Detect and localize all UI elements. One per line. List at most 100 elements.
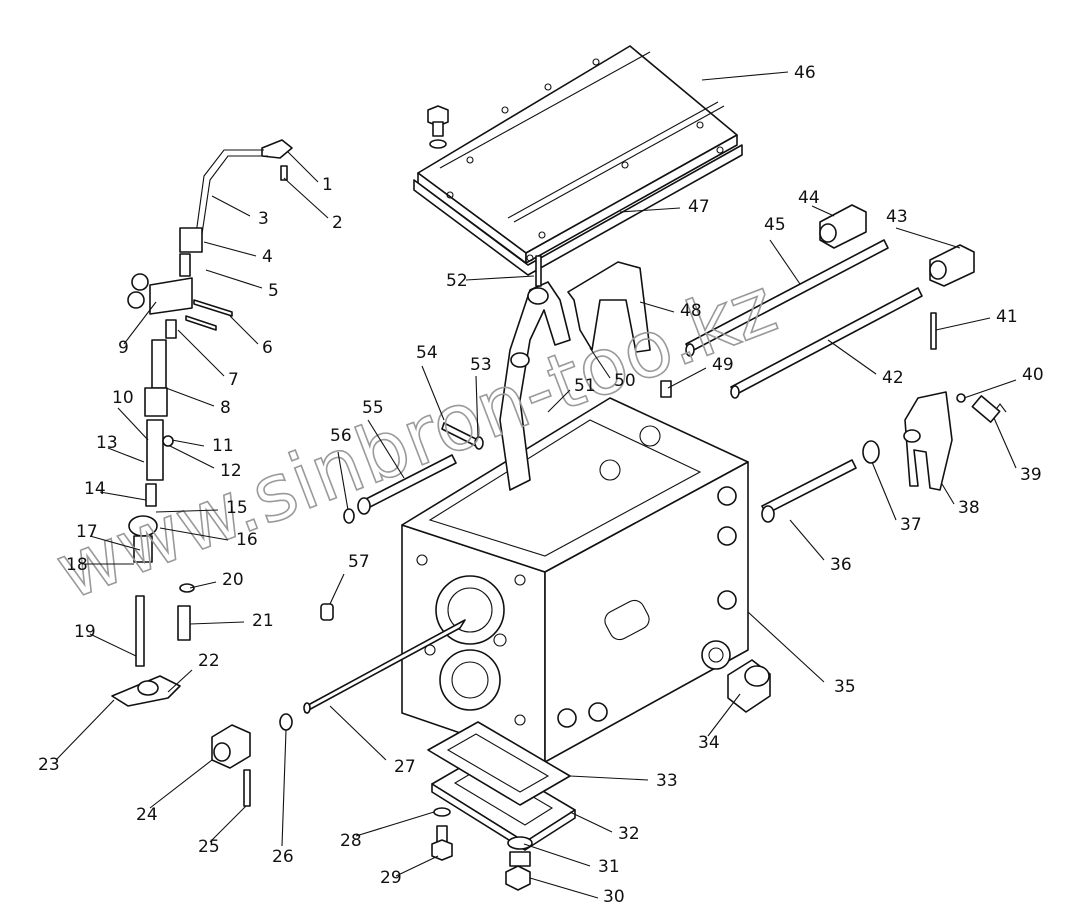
callout-leader-43 [895, 227, 961, 249]
callout-leader-21 [189, 621, 245, 625]
callout-leader-45 [769, 239, 801, 285]
callout-leader-30 [529, 877, 599, 899]
selector-block-43 [929, 244, 975, 287]
spring-39 [971, 395, 1007, 423]
plug-57 [320, 603, 334, 621]
callout-leader-50 [589, 347, 611, 379]
callout-leader-26 [281, 729, 287, 847]
callout-label-15: 15 [226, 498, 248, 518]
callout-leader-2 [283, 177, 329, 219]
callout-label-7: 7 [228, 370, 239, 390]
rail-45 [685, 239, 889, 357]
callout-label-42: 42 [882, 368, 904, 388]
callout-label-25: 25 [198, 837, 220, 857]
callout-leader-35 [747, 611, 825, 683]
callout-label-44: 44 [798, 188, 820, 208]
callout-leader-17 [89, 535, 141, 551]
callout-leader-49 [667, 367, 707, 389]
shift-fork-48 [567, 261, 651, 353]
callout-leader-40 [963, 379, 1017, 399]
callout-leader-42 [827, 339, 877, 375]
callout-label-43: 43 [886, 207, 908, 227]
callout-leader-3 [211, 195, 251, 217]
shaft-27 [303, 619, 466, 714]
callout-label-16: 16 [236, 530, 258, 550]
callout-leader-39 [993, 417, 1017, 469]
callout-leader-9 [123, 301, 157, 345]
callout-label-45: 45 [764, 215, 786, 235]
callout-label-52: 52 [446, 271, 468, 291]
callout-leader-37 [871, 461, 897, 521]
callout-leader-24 [149, 759, 213, 809]
bolt-54 [441, 422, 484, 450]
guide-block-24 [211, 724, 251, 769]
shift-fork-38 [903, 391, 953, 491]
callout-leader-11 [171, 439, 205, 447]
callout-label-26: 26 [272, 847, 294, 867]
callout-label-1: 1 [322, 175, 333, 195]
callout-label-30: 30 [603, 887, 625, 907]
top-cover [417, 45, 738, 264]
callout-leader-5 [205, 269, 263, 289]
top-gasket [413, 144, 743, 276]
callout-label-36: 36 [830, 555, 852, 575]
callout-label-38: 38 [958, 498, 980, 518]
callout-leader-19 [89, 633, 137, 657]
gearbox-housing [401, 397, 749, 763]
callout-label-18: 18 [66, 555, 88, 575]
callout-leader-56 [337, 451, 349, 511]
callout-leader-8 [165, 387, 215, 407]
callout-leader-16 [159, 527, 229, 541]
callout-leader-54 [421, 365, 445, 421]
callout-leader-27 [329, 705, 387, 761]
callout-label-54: 54 [416, 343, 438, 363]
ring-37 [862, 440, 880, 464]
callout-leader-29 [395, 855, 439, 877]
rail-42 [730, 287, 923, 399]
callout-label-35: 35 [834, 677, 856, 697]
callout-leader-38 [941, 483, 955, 505]
callout-leader-15 [155, 509, 219, 513]
callout-label-48: 48 [680, 301, 702, 321]
callout-label-10: 10 [112, 388, 134, 408]
selector-block-44 [819, 204, 867, 249]
callout-label-49: 49 [712, 355, 734, 375]
callout-leader-31 [523, 843, 591, 867]
shaft-36 [761, 459, 857, 523]
callout-leader-23 [55, 699, 115, 761]
callout-label-55: 55 [362, 398, 384, 418]
callout-label-17: 17 [76, 522, 98, 542]
callout-label-34: 34 [698, 733, 720, 753]
callout-leader-51 [547, 389, 571, 413]
callout-leader-14 [99, 491, 147, 501]
callout-label-57: 57 [348, 552, 370, 572]
callout-label-6: 6 [262, 338, 273, 358]
callout-leader-52 [465, 275, 535, 281]
callout-leader-12 [169, 445, 215, 469]
callout-leader-46 [701, 71, 789, 81]
callout-leader-48 [639, 301, 675, 313]
callout-label-20: 20 [222, 570, 244, 590]
callout-label-56: 56 [330, 426, 352, 446]
callout-leader-41 [935, 317, 991, 331]
callout-label-33: 33 [656, 771, 678, 791]
callout-leader-1 [287, 151, 319, 183]
pin-41 [930, 312, 937, 350]
callout-leader-57 [329, 573, 345, 605]
shift-lever-assembly [111, 139, 293, 707]
callout-label-29: 29 [380, 868, 402, 888]
callout-label-9: 9 [118, 338, 129, 358]
callout-label-32: 32 [618, 824, 640, 844]
callout-label-27: 27 [394, 757, 416, 777]
callout-leader-55 [367, 419, 405, 479]
shift-fork-51 [499, 281, 571, 491]
callout-leader-25 [209, 805, 247, 843]
callout-label-5: 5 [268, 281, 279, 301]
seal-56 [343, 508, 355, 524]
callout-leader-53 [475, 375, 479, 439]
callout-leader-4 [203, 241, 257, 257]
callout-label-21: 21 [252, 611, 274, 631]
callout-label-11: 11 [212, 436, 234, 456]
callout-label-12: 12 [220, 461, 242, 481]
callout-label-19: 19 [74, 622, 96, 642]
